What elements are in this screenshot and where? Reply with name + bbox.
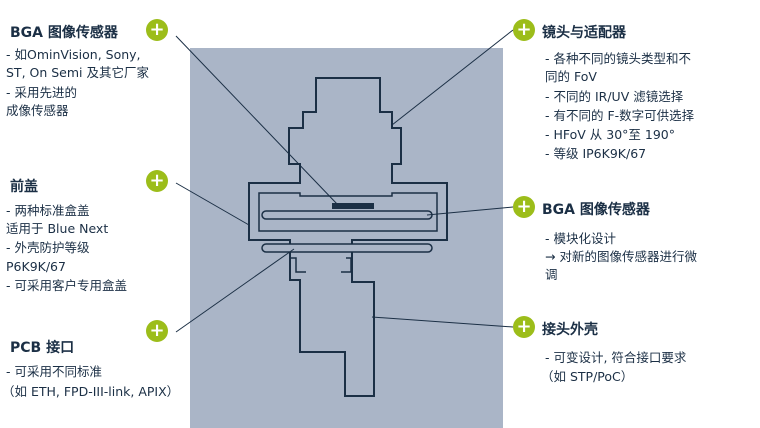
sensor-pcb-board [261,210,433,220]
front-cover-line: - 外壳防护等级 [6,240,90,255]
front-cover-line: - 两种标准盒盖 [6,203,90,218]
lens-adapter-line: - 有不同的 F-数字可供选择 [545,108,695,123]
leader-bga-sensor-left [175,35,339,206]
bga-sensor-right-line: 调 [545,267,558,282]
pcb-interface-title: PCB 接口 [10,340,75,356]
plus-circle-icon[interactable]: + [146,170,168,192]
front-cover-line: P6K9K/67 [6,259,66,274]
leader-pcb-interface [175,248,295,333]
plus-circle-icon[interactable]: + [146,320,168,342]
bga-sensor-right-title: BGA 图像传感器 [542,202,650,218]
lens-adapter-line: - HFoV 从 30°至 190° [545,127,676,142]
plus-circle-icon[interactable]: + [146,19,168,41]
leader-front-cover [175,182,250,226]
lens-adapter-line: - 不同的 IR/UV 滤镜选择 [545,89,684,104]
lens-adapter-title: 镜头与适配器 [542,25,626,41]
camera-housing-outline [248,77,448,397]
leader-bga-sensor-right [426,206,514,216]
plus-circle-icon[interactable]: + [513,19,535,41]
bga-sensor-left-line: - 采用先进的 [6,85,77,100]
front-cover-line: - 可采用客户专用盒盖 [6,278,127,293]
bga-sensor-right-line: - 模块化设计 [545,231,616,246]
front-cover-title: 前盖 [10,179,38,195]
interface-pcb-board [261,243,433,253]
bga-sensor-right-line: → 对新的图像传感器进行微 [545,249,697,264]
lens-adapter-line: - 各种不同的镜头类型和不 [545,51,691,66]
pcb-interface-line: - 可采用不同标准 [6,364,102,379]
bga-sensor-chip [332,203,374,209]
front-cover-line: 适用于 Blue Next [6,221,109,236]
bga-sensor-left-title: BGA 图像传感器 [10,25,118,41]
lens-adapter-line: 同的 FoV [545,69,597,84]
leader-connector-housing [371,316,514,328]
bga-sensor-left-line: 成像传感器 [6,103,69,118]
leader-lens-adapter [391,29,514,126]
plus-circle-icon[interactable]: + [513,316,535,338]
bga-sensor-left-line: ST, On Semi 及其它厂家 [6,65,149,80]
pcb-step-right [341,257,352,273]
connector-housing-title: 接头外壳 [542,322,598,338]
plus-circle-icon[interactable]: + [513,196,535,218]
camera-diagram-background [190,48,503,428]
pcb-step-left [291,257,306,273]
lens-adapter-line: - 等级 IP6K9K/67 [545,146,647,161]
connector-housing-line: （如 STP/PoC） [541,369,634,384]
connector-housing-line: - 可变设计, 符合接口要求 [545,350,687,365]
pcb-interface-line: （如 ETH, FPD-III-link, APIX） [2,384,180,399]
bga-sensor-left-line: - 如OminVision, Sony, [6,47,141,62]
front-cover-inner [258,192,438,232]
